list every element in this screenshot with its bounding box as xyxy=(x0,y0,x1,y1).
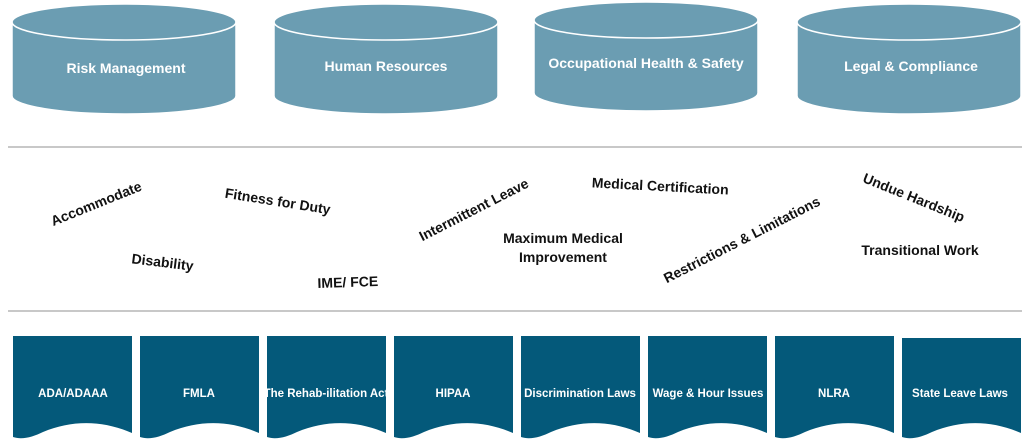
term-accommodate: Accommodate xyxy=(48,178,144,229)
document-label: ADA/ADAAA xyxy=(38,388,108,400)
document-rehabilitation-act: The Rehab-ilitation Act xyxy=(264,336,389,439)
term-restrictions-limitations: Restrictions & Limitations xyxy=(661,193,823,286)
document-state-leave-laws: State Leave Laws xyxy=(902,338,1021,439)
term-fitness-for-duty: Fitness for Duty xyxy=(224,185,332,218)
cylinder-label: Human Resources xyxy=(325,58,448,74)
term-undue-hardship: Undue Hardship xyxy=(861,170,967,225)
terms-cloud: Accommodate Disability Fitness for Duty … xyxy=(48,170,978,291)
document-label: FMLA xyxy=(183,388,215,400)
cylinder-risk-management: Risk Management xyxy=(11,3,237,115)
law-documents: ADA/ADAAA FMLA The Rehab-ilitation Act H… xyxy=(13,336,1021,439)
document-fmla: FMLA xyxy=(140,336,259,439)
document-hipaa: HIPAA xyxy=(394,336,513,439)
term-ime-fce: IME/ FCE xyxy=(317,273,378,291)
term-medical-certification: Medical Certification xyxy=(591,174,729,197)
document-label: NLRA xyxy=(818,388,850,400)
document-nlra: NLRA xyxy=(775,336,894,439)
document-label: The Rehab-ilitation Act xyxy=(264,388,389,400)
cylinder-human-resources: Human Resources xyxy=(273,3,499,115)
cylinder-occupational-health-safety: Occupational Health & Safety xyxy=(533,1,759,112)
department-cylinders: Risk Management Human Resources Occupati… xyxy=(11,1,1022,115)
document-discrimination-laws: Discrimination Laws xyxy=(521,336,640,439)
cylinder-label: Legal & Compliance xyxy=(844,58,978,74)
document-label: Discrimination Laws xyxy=(524,388,636,400)
cylinder-legal-compliance: Legal & Compliance xyxy=(796,3,1022,115)
term-improvement: Improvement xyxy=(519,249,607,265)
term-maximum-medical: Maximum Medical xyxy=(503,230,623,246)
document-label: Wage & Hour Issues xyxy=(653,388,764,400)
document-wage-hour-issues: Wage & Hour Issues xyxy=(648,336,767,439)
cylinder-label: Occupational Health & Safety xyxy=(548,55,743,71)
document-label: HIPAA xyxy=(436,388,471,400)
term-disability: Disability xyxy=(131,250,195,273)
document-label: State Leave Laws xyxy=(912,388,1008,400)
cylinder-label: Risk Management xyxy=(66,60,185,76)
document-ada-adaaa: ADA/ADAAA xyxy=(13,336,132,439)
term-transitional-work: Transitional Work xyxy=(861,242,978,258)
